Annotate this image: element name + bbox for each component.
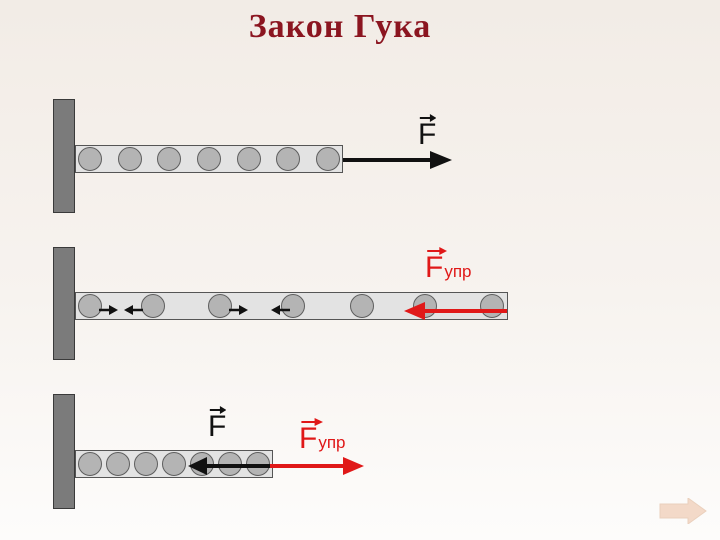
force-label-1: F — [418, 114, 437, 150]
vector-arrow-icon — [419, 114, 437, 122]
ball — [316, 147, 340, 171]
force-label-3: F — [208, 406, 227, 442]
ball — [157, 147, 181, 171]
wall-1 — [53, 99, 75, 213]
interaction-arrows — [99, 305, 290, 315]
ball — [78, 147, 102, 171]
ball — [237, 147, 261, 171]
ball — [162, 452, 186, 476]
ball — [141, 294, 165, 318]
next-slide-arrow-icon[interactable] — [658, 498, 708, 524]
elastic-force-label-3: Fупр — [299, 418, 346, 454]
elastic-force-arrow-3 — [270, 457, 364, 475]
wall-2 — [53, 247, 75, 360]
ball — [78, 294, 102, 318]
ball — [118, 147, 142, 171]
ball — [197, 147, 221, 171]
vector-arrow-icon — [427, 247, 447, 255]
ball — [276, 147, 300, 171]
ball — [350, 294, 374, 318]
ball — [106, 452, 130, 476]
vector-arrow-icon — [209, 406, 227, 414]
applied-force-arrow-1 — [343, 151, 452, 169]
ball — [208, 294, 232, 318]
applied-force-arrow-3 — [188, 457, 273, 475]
ball — [134, 452, 158, 476]
slide-title: Закон Гука — [248, 8, 432, 45]
vector-arrow-icon — [301, 418, 323, 426]
elastic-force-arrow-2 — [404, 302, 507, 320]
ball — [480, 294, 504, 318]
ball — [281, 294, 305, 318]
wall-3 — [53, 394, 75, 509]
elastic-force-label-2: Fупр — [425, 247, 472, 283]
ball — [78, 452, 102, 476]
